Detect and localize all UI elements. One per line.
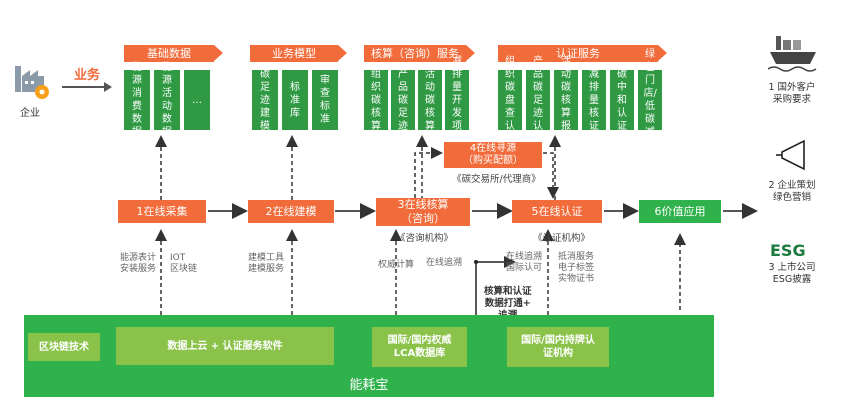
note-iot: IOT 区块链 xyxy=(170,253,198,274)
note-auth-calc: 权威计算 xyxy=(378,260,415,270)
esg-logo: ESG xyxy=(770,241,806,260)
tile-cert-4: 减排量核证 xyxy=(582,69,606,132)
note-offset: 抵消服务 电子标签 实物证书 xyxy=(558,252,595,284)
flow-step-calc: 3在线核算 （咨询） xyxy=(376,198,470,226)
tile-model-3: 审查标准 xyxy=(312,70,338,130)
tile-cert-5: 碳中和认证 xyxy=(610,69,634,132)
tile-calc-1: 组织碳核算 xyxy=(364,69,388,132)
box-cloud-software: 数据上云 + 认证服务软件 xyxy=(116,327,334,365)
business-arrow xyxy=(62,82,112,92)
tile-cert-6: 绿色门店/低碳减塑 xyxy=(638,49,662,151)
note-certorg: 《认证机构》 xyxy=(533,233,591,244)
section-header-calc: 核算（咨询）服务 xyxy=(364,45,475,62)
platform-title: 能耗宝 xyxy=(349,378,389,393)
tile-calc-2: 产品碳足迹 xyxy=(391,69,415,132)
tile-model-2: 标准库 xyxy=(282,70,308,130)
flow-step-value: 6价值应用 xyxy=(639,200,721,223)
value-foreign-customers: 1 国外客户 采购要求 xyxy=(768,82,816,105)
note-energy-meter: 能源表计 安装服务 xyxy=(120,253,157,274)
note-trace-intl: 在线追溯 国际认可 xyxy=(506,252,543,273)
value-esg-disclosure: 3 上市公司 ESG披露 xyxy=(768,262,816,285)
tile-base-2: 能源活动数据 xyxy=(154,62,180,138)
factory-icon xyxy=(15,66,49,99)
flow-step-cert: 5在线认证 xyxy=(512,200,602,223)
box-cert-orgs: 国际/国内持牌认 证机构 xyxy=(507,327,609,367)
box-lca-database: 国际/国内权威 LCA数据库 xyxy=(372,327,467,367)
note-model-tool: 建模工具 建模服务 xyxy=(248,253,285,274)
flow-step-source: 4在线寻源 （购买配额） xyxy=(444,142,542,168)
tile-base-1: 能源消费数据 xyxy=(124,62,150,138)
tile-cert-3: 活动碳核算报告 xyxy=(554,56,578,145)
box-blockchain: 区块链技术 xyxy=(28,333,100,361)
tile-cert-1: 组织碳盘查认证 xyxy=(498,56,522,145)
section-header-base: 基础数据 xyxy=(124,45,223,62)
megaphone-icon xyxy=(776,139,805,171)
note-exchange: 《碳交易所/代理商》 xyxy=(452,174,541,185)
note-trace: 在线追溯 xyxy=(426,258,463,268)
flow-step-collect: 1在线采集 xyxy=(118,200,206,223)
tile-calc-3: 活动碳核算 xyxy=(418,69,442,132)
tile-base-3: … xyxy=(184,70,210,130)
tile-cert-2: 产品碳足迹认证 xyxy=(526,56,550,145)
tile-model-1: 碳足迹建模 xyxy=(252,69,278,132)
note-consult: 《咨询机构》 xyxy=(396,233,454,244)
ship-icon xyxy=(768,36,817,72)
section-header-model: 业务模型 xyxy=(250,45,347,62)
section-header-cert: 认证服务 xyxy=(498,45,667,62)
flow-step-model: 2在线建模 xyxy=(248,200,334,223)
enterprise-label: 企业 xyxy=(20,108,40,119)
tile-calc-4: 减排量开发项目 xyxy=(445,56,469,145)
value-green-marketing: 2 企业策划 绿色营销 xyxy=(768,180,816,203)
business-label: 业务 xyxy=(74,68,101,83)
